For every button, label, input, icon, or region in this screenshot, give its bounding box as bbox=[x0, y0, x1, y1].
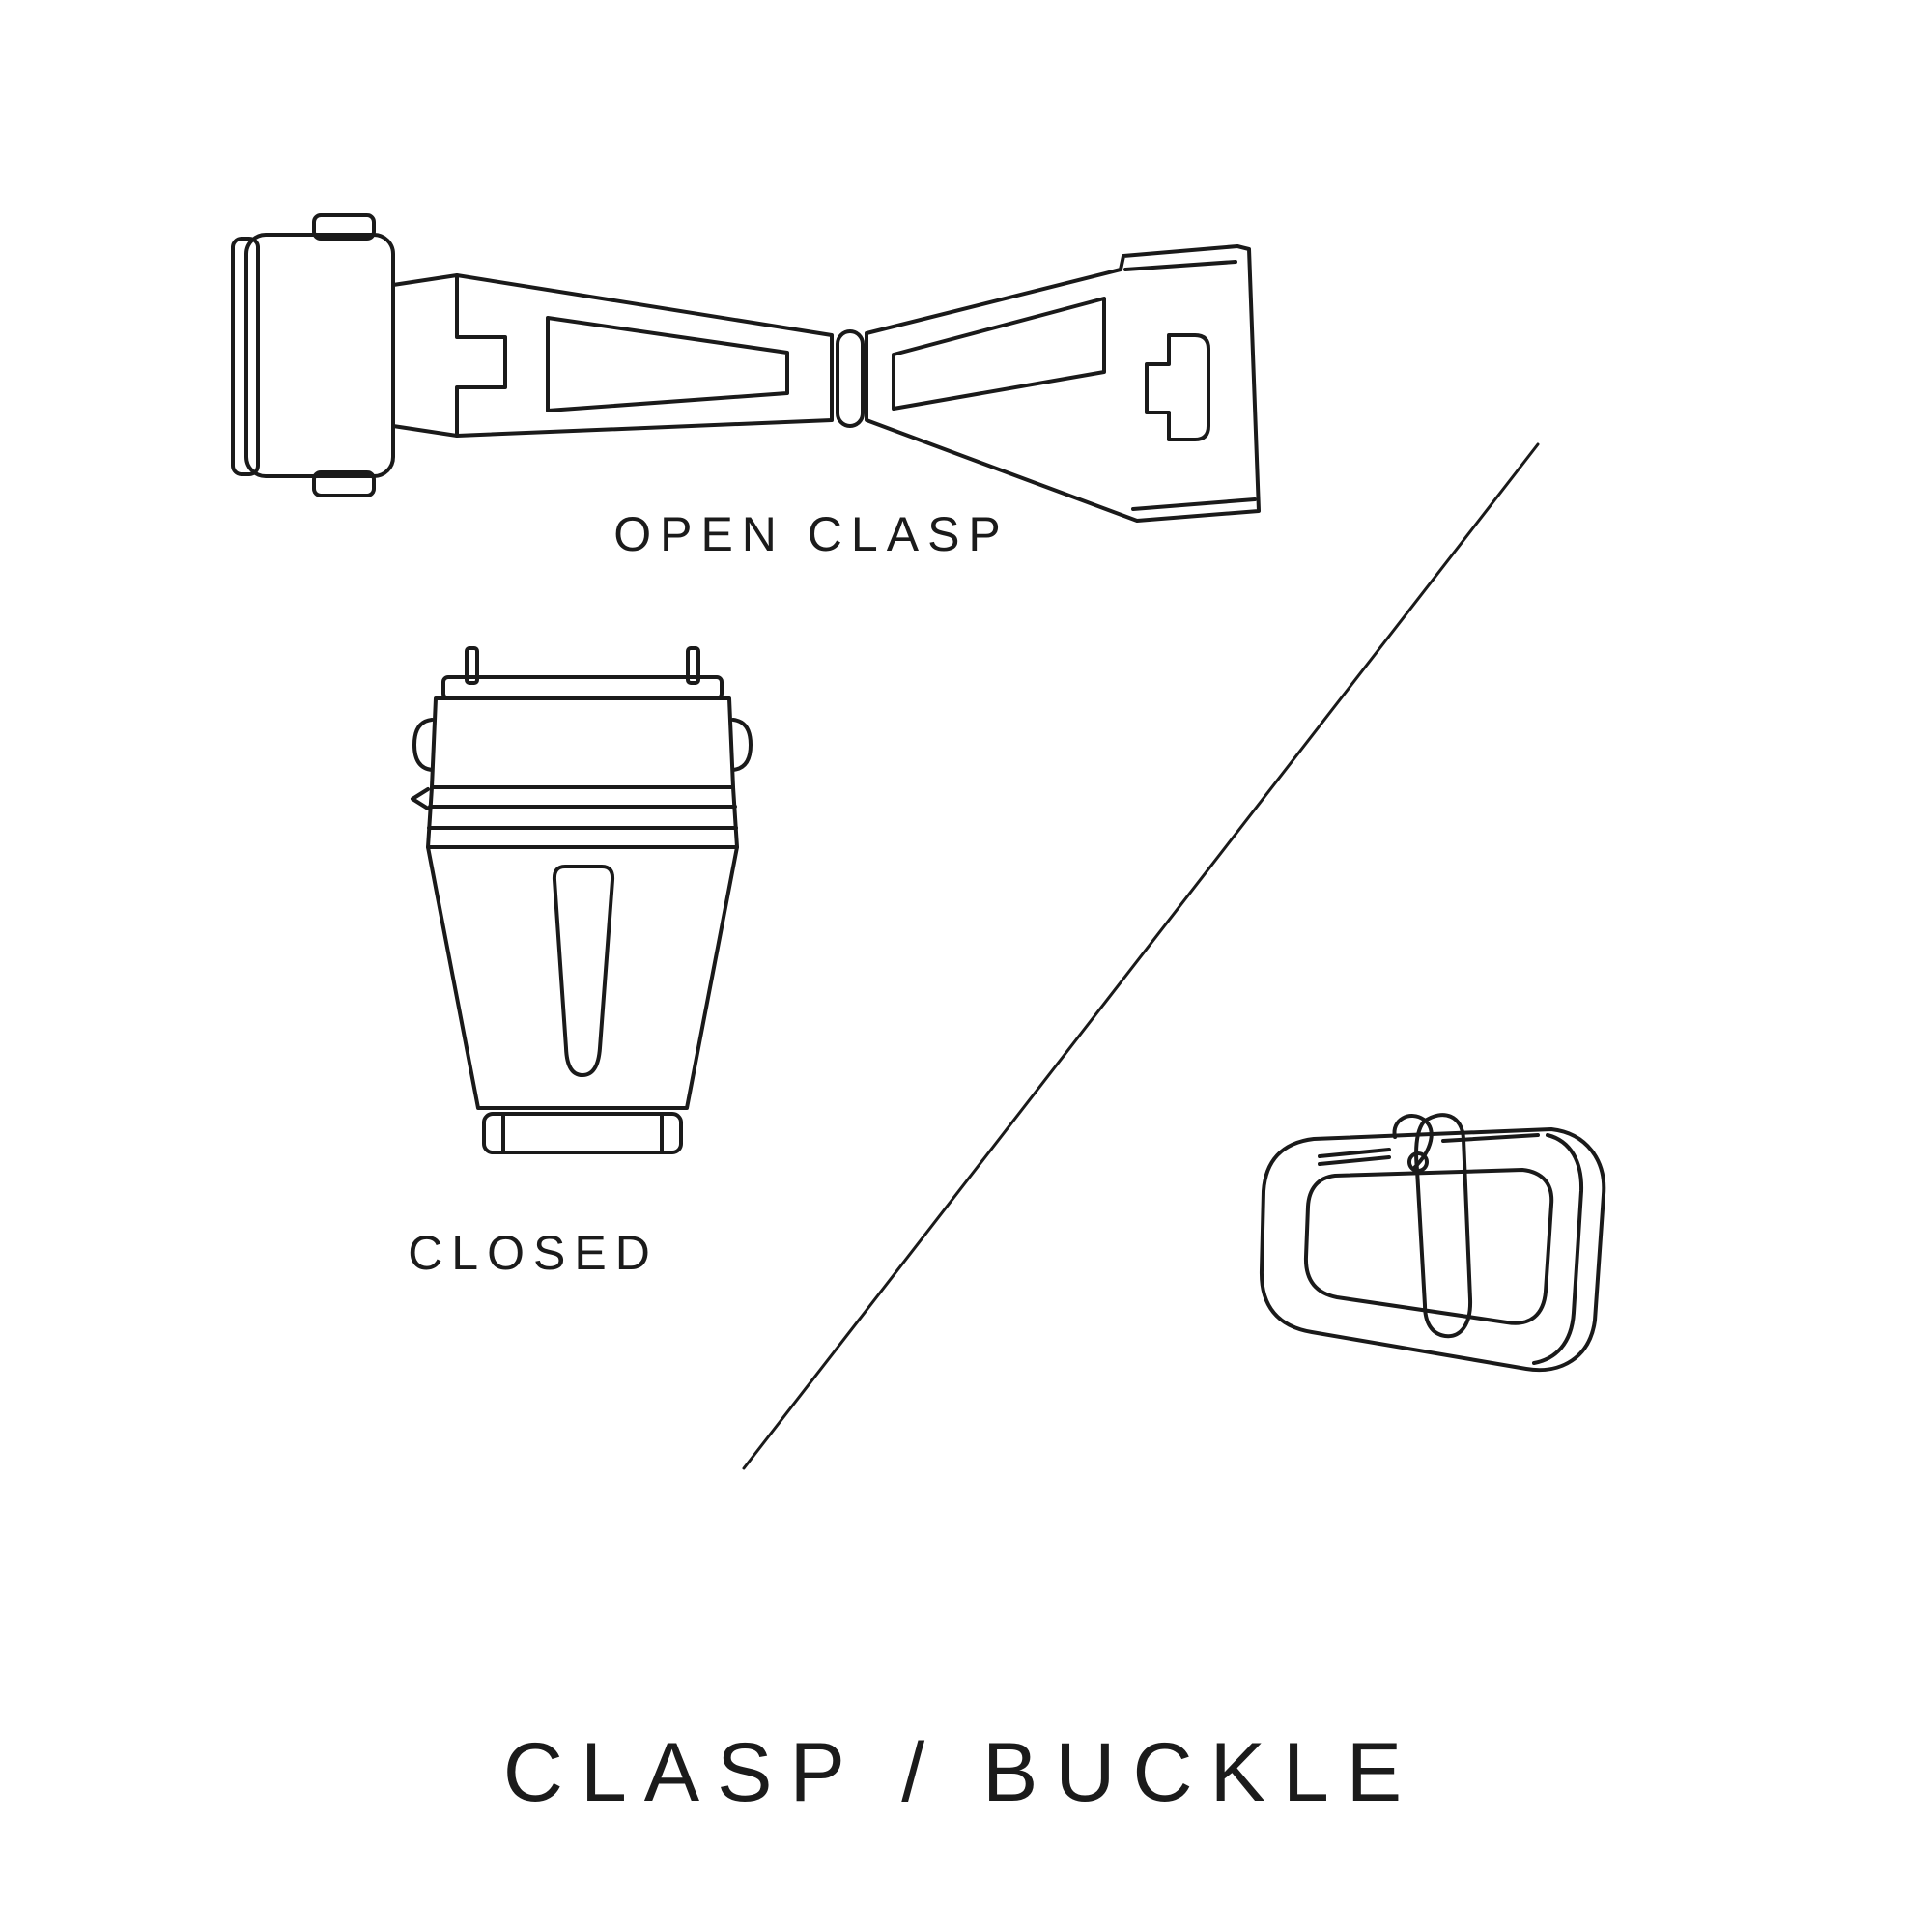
open-clasp-label: OPEN CLASP bbox=[613, 507, 1009, 561]
closed-clasp-icon bbox=[411, 646, 753, 1154]
closed-clasp-illustration-icon bbox=[380, 642, 785, 1193]
closed-clasp-label: CLOSED bbox=[408, 1226, 659, 1280]
tang-buckle-illustration-icon bbox=[1219, 1077, 1663, 1435]
open-clasp-icon bbox=[231, 213, 1261, 523]
tang-buckle-icon bbox=[1259, 1113, 1606, 1373]
page-title: CLASP / BUCKLE bbox=[502, 1726, 1420, 1819]
open-clasp-illustration-icon bbox=[217, 188, 1299, 555]
